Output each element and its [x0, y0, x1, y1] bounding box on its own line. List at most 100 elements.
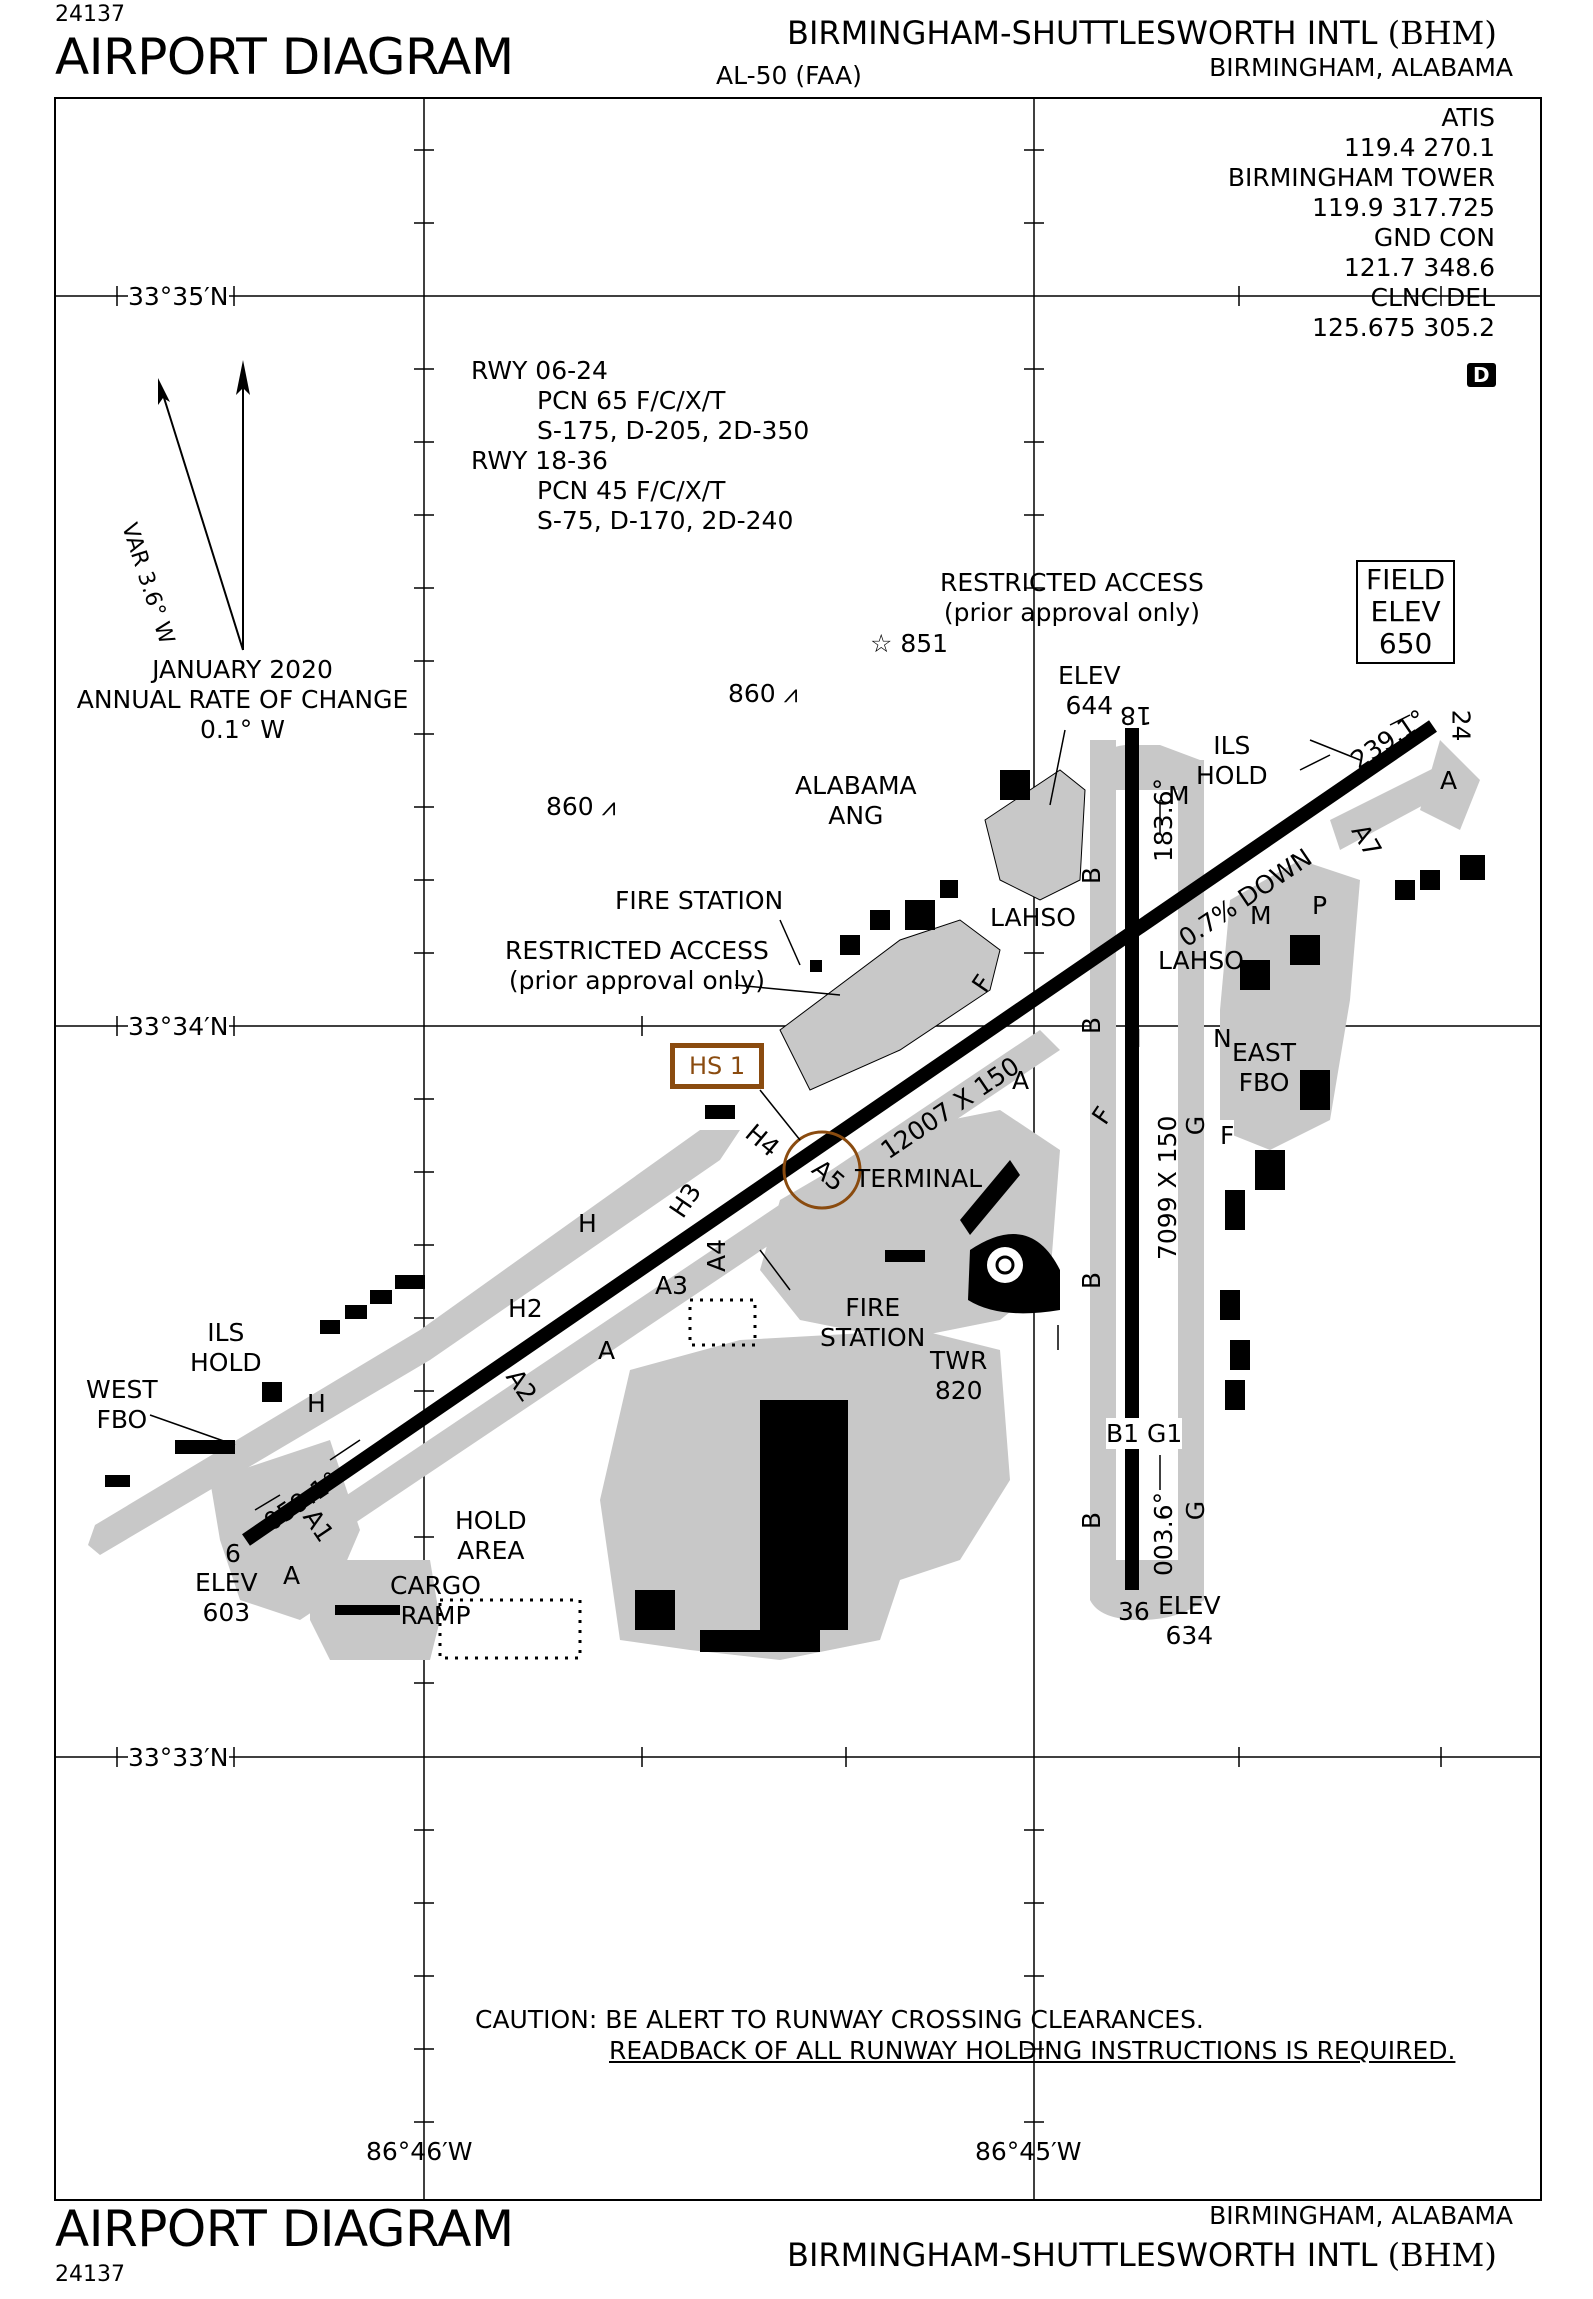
rwy1-label: RWY 06-24	[471, 356, 608, 385]
magvar-block: JANUARY 2020 ANNUAL RATE OF CHANGE 0.1° …	[70, 655, 415, 745]
heading-003: 003.6°	[1149, 1491, 1178, 1576]
location-bottom: BIRMINGHAM, ALABAMA	[1209, 2201, 1513, 2230]
chart-frame	[54, 97, 1542, 2201]
taxiway-b-mid: B	[1077, 1016, 1107, 1035]
rwy1-pcn: PCN 65 F/C/X/T	[537, 386, 726, 415]
lahso-label-2: LAHSO	[1158, 946, 1244, 975]
alabama-line2: ANG	[828, 801, 884, 830]
taxiway-a3: A3	[655, 1271, 689, 1300]
ils-east-line2: HOLD	[1196, 761, 1268, 790]
fire-station-north: FIRE STATION	[615, 886, 784, 915]
runway-end-24: 24	[1446, 709, 1476, 742]
lat-33-35: 33°35′N	[128, 281, 229, 312]
elev603-value: 603	[202, 1598, 251, 1627]
alabama-line1: ALABAMA	[795, 771, 917, 800]
runway-06-24	[242, 720, 1437, 1546]
airport-name-bottom: BIRMINGHAM-SHUTTLESWORTH INTL (BHM)	[787, 2236, 1497, 2274]
magvar-rate-label: ANNUAL RATE OF CHANGE	[76, 685, 409, 714]
tower: TWR 820	[930, 1346, 987, 1406]
frequency-block: ATIS 119.4 270.1 BIRMINGHAM TOWER 119.9 …	[1228, 103, 1495, 343]
d-badge: D	[1467, 363, 1496, 387]
ground-freq: 121.7 348.6	[1343, 253, 1495, 282]
taxiway-a-sw: A	[598, 1336, 616, 1365]
restricted-area-outline	[779, 769, 1086, 1091]
taxiway-b-south: B	[1077, 1271, 1107, 1290]
atis-freq: 119.4 270.1	[1343, 133, 1495, 162]
b1-g1-label: B1 G1	[1106, 1418, 1183, 1449]
elev-603: ELEV 603	[195, 1568, 258, 1628]
field-elev-l3: 650	[1378, 627, 1433, 660]
taxiway-n-west: N	[1123, 1024, 1142, 1053]
rwy2-label: RWY 18-36	[471, 446, 608, 475]
buildings	[105, 770, 1485, 1615]
taxiway-n-east: N	[1213, 1024, 1232, 1053]
restricted-w-line1: RESTRICTED ACCESS	[505, 936, 769, 965]
title-bottom: AIRPORT DIAGRAM	[55, 2200, 514, 2258]
magvar-date: JANUARY 2020	[152, 655, 333, 684]
hot-spot-hs1-label: HS 1	[670, 1043, 765, 1089]
tower-label: BIRMINGHAM TOWER	[1227, 163, 1495, 192]
cargo-ramp: CARGO RAMP	[390, 1571, 481, 1631]
terminal-label: TERMINAL	[855, 1164, 983, 1193]
elev644-label: ELEV	[1058, 661, 1121, 690]
restricted-access-w: RESTRICTED ACCESS (prior approval only)	[505, 936, 769, 996]
elev-644: ELEV 644	[1058, 661, 1121, 721]
obstacle-860-a: 860 ⩘	[728, 678, 798, 709]
alabama-ang: ALABAMA ANG	[795, 771, 917, 831]
taxiway-f-east: F	[1220, 1120, 1235, 1151]
restricted-access-ne: RESTRICTED ACCESS (prior approval only)	[940, 568, 1204, 628]
lat-33-34: 33°34′N	[128, 1011, 229, 1042]
hold-area-line1: HOLD	[455, 1506, 527, 1535]
hot-spot-hs1-circle	[782, 1130, 862, 1210]
hold-area: HOLD AREA	[455, 1506, 527, 1566]
lon-86-45: 86°45′W	[975, 2137, 1082, 2166]
west-fbo-line1: WEST	[86, 1375, 158, 1404]
ident-bottom: 24137	[55, 2262, 125, 2287]
clearance-label: CLNC DEL	[1370, 283, 1495, 312]
taxiway-b-north: B	[1077, 866, 1107, 885]
hold-area-line2: AREA	[457, 1536, 525, 1565]
field-elev-l1: FIELD	[1366, 563, 1446, 596]
taxiway-b-end: B	[1077, 1511, 1107, 1530]
rwy2-pcn: PCN 45 F/C/X/T	[537, 476, 726, 505]
magvar-rate: 0.1° W	[200, 715, 285, 744]
taxiway-a-end: A	[283, 1561, 301, 1590]
dotted-areas	[438, 1298, 757, 1660]
terminal-building	[635, 1160, 1060, 1652]
star-icon: ☆	[870, 629, 893, 658]
airport-code-bottom: (BHM)	[1387, 2236, 1497, 2274]
runway-end-6: 6	[225, 1539, 241, 1568]
field-elevation-box: FIELD ELEV 650	[1356, 560, 1456, 664]
elev634-label: ELEV	[1158, 1591, 1221, 1620]
taxiway-h2: H2	[508, 1294, 543, 1323]
cargo-line1: CARGO	[390, 1571, 481, 1600]
taxiway-p: P	[1312, 891, 1328, 920]
title-top: AIRPORT DIAGRAM	[55, 28, 514, 86]
clearance-freq: 125.675 305.2	[1312, 313, 1495, 342]
true-north-arrow-icon	[236, 360, 250, 395]
airport-name-top: BIRMINGHAM-SHUTTLESWORTH INTL (BHM)	[787, 14, 1497, 52]
faa-ref: AL-50 (FAA)	[716, 61, 862, 90]
east-fbo: EAST FBO	[1232, 1038, 1296, 1098]
lon-86-46: 86°46′W	[366, 2137, 473, 2166]
fire-south-line2: STATION	[820, 1323, 926, 1352]
field-elev-l2: ELEV	[1370, 595, 1441, 628]
tower-elevation: 820	[934, 1376, 983, 1405]
taxiway-m: M	[1168, 781, 1190, 810]
obstacle-icon: ⩘	[783, 679, 798, 708]
elev634-value: 634	[1165, 1621, 1214, 1650]
obstacle-860b-value: 860	[546, 792, 594, 821]
elev603-label: ELEV	[195, 1568, 258, 1597]
runway-end-36: 36	[1118, 1597, 1150, 1626]
west-fbo: WEST FBO	[86, 1375, 158, 1435]
runway-end-18: 18	[1120, 701, 1152, 730]
rwy1-weights: S-175, D-205, 2D-350	[537, 416, 810, 445]
atis-label: ATIS	[1441, 103, 1495, 132]
fire-station-south: FIRE STATION	[820, 1293, 925, 1353]
obstacle-860-b: 860 ⩘	[546, 791, 616, 822]
taxiway-g-north: G	[1181, 1115, 1211, 1136]
restricted-w-line2: (prior approval only)	[508, 966, 765, 995]
obstacle-860a-value: 860	[728, 679, 776, 708]
cargo-line2: RAMP	[400, 1601, 471, 1630]
